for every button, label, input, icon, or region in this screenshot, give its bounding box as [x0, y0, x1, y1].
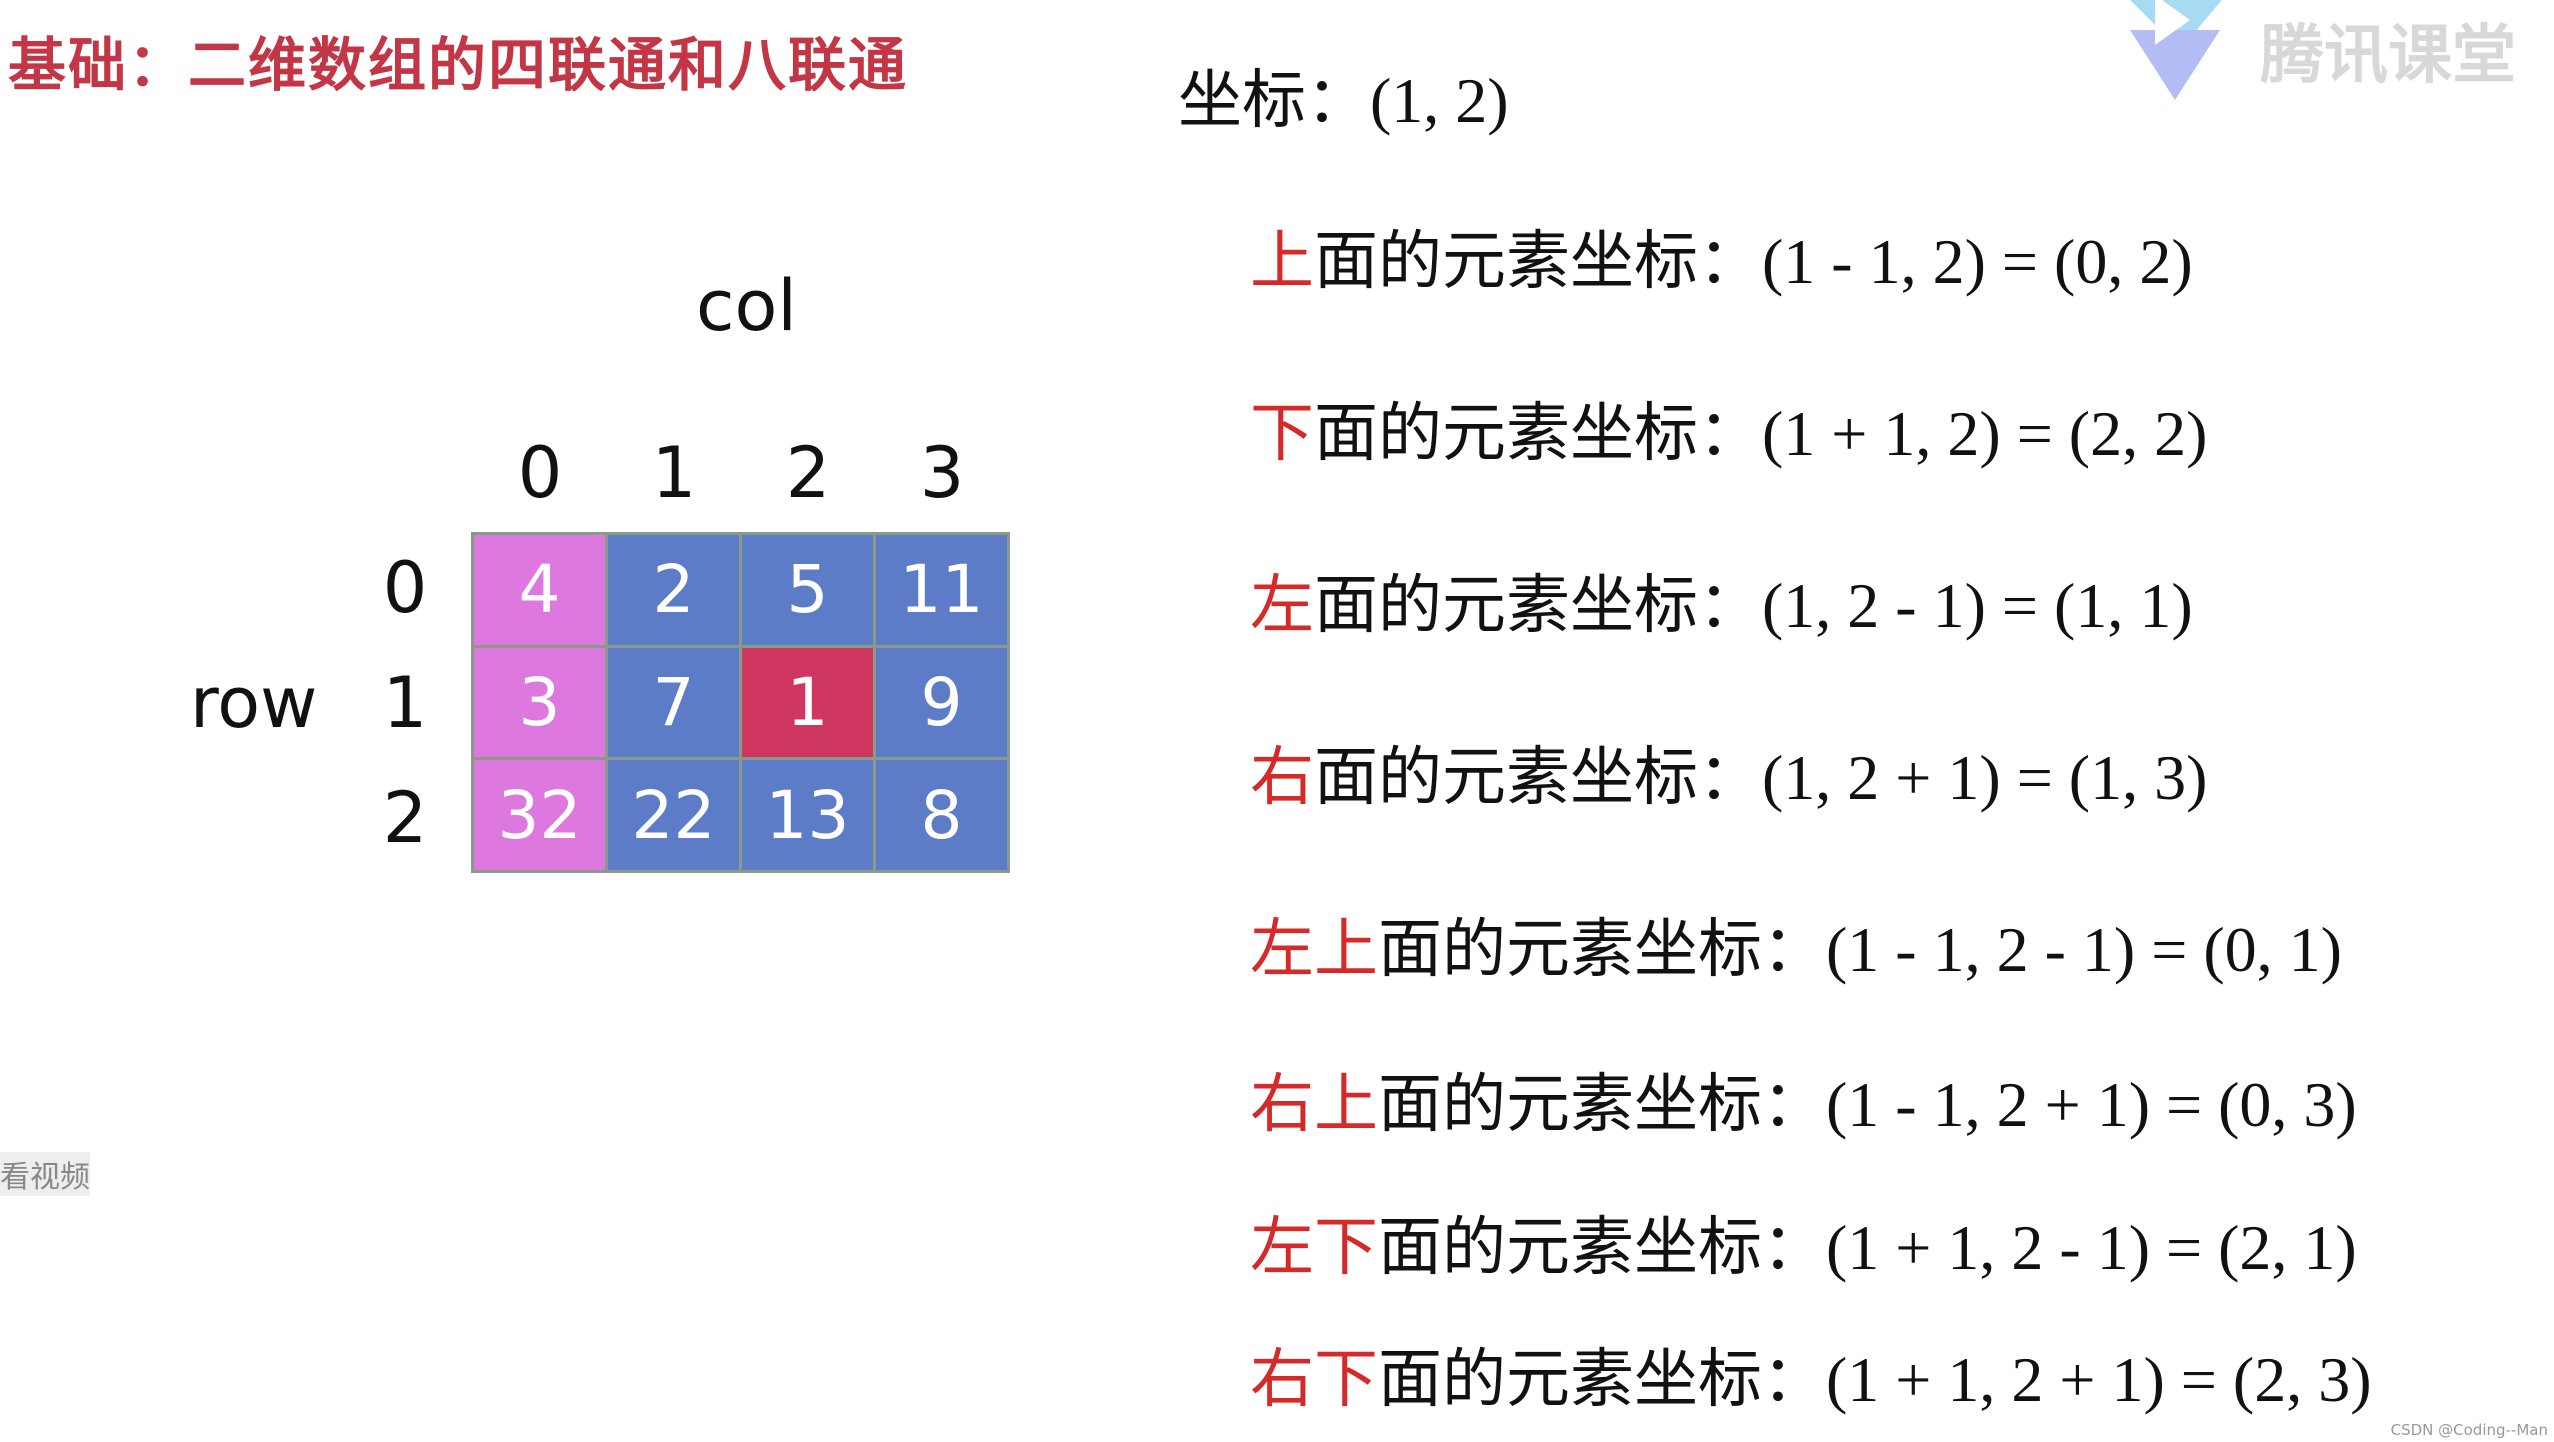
formula-text: 面的元素坐标：(1, 2 + 1) = (1, 3): [1314, 742, 2208, 813]
row-header: 1: [382, 662, 428, 744]
row-axis-label: row: [190, 662, 318, 744]
neighbor-coordinate-line: 左上面的元素坐标：(1 - 1, 2 - 1) = (0, 1): [1250, 916, 2342, 983]
formula-text: 面的元素坐标：(1 + 1, 2 + 1) = (2, 3): [1378, 1344, 2372, 1415]
current-coordinate: 坐标：(1, 2): [1178, 65, 1509, 136]
formula-text: 面的元素坐标：(1, 2 - 1) = (1, 1): [1314, 570, 2193, 641]
direction-label: 左下: [1250, 1212, 1378, 1283]
grid-cell: 32: [474, 760, 605, 870]
row-header: 2: [382, 777, 428, 859]
formula-text: 面的元素坐标：(1 - 1, 2 + 1) = (0, 3): [1378, 1069, 2357, 1140]
direction-label: 右下: [1250, 1344, 1378, 1415]
grid-cell: 22: [608, 760, 739, 870]
formula-text: 面的元素坐标：(1 - 1, 2 - 1) = (0, 1): [1378, 914, 2342, 985]
slide-title: 基础：二维数组的四联通和八联通: [8, 31, 909, 99]
direction-label: 上: [1250, 226, 1314, 297]
formula-text: 面的元素坐标：(1 + 1, 2 - 1) = (2, 1): [1378, 1212, 2357, 1283]
neighbor-coordinate-line: 左下面的元素坐标：(1 + 1, 2 - 1) = (2, 1): [1250, 1214, 2357, 1281]
formula-text: 面的元素坐标：(1 - 1, 2) = (0, 2): [1314, 226, 2193, 297]
row-header: 0: [382, 547, 428, 629]
csdn-watermark: CSDN @Coding--Man: [2390, 1421, 2548, 1439]
grid-cell: 11: [876, 535, 1007, 645]
neighbor-coordinate-line: 下面的元素坐标：(1 + 1, 2) = (2, 2): [1250, 400, 2207, 467]
grid-cell: 1: [742, 647, 873, 758]
logo-name: 腾讯课堂: [2260, 19, 2516, 93]
neighbor-coordinate-line: 上面的元素坐标：(1 - 1, 2) = (0, 2): [1250, 228, 2193, 295]
side-overlay-text[interactable]: 看视频: [0, 1152, 90, 1196]
neighbor-coordinate-line: 右面的元素坐标：(1, 2 + 1) = (1, 3): [1250, 744, 2207, 811]
formula-text: 面的元素坐标：(1 + 1, 2) = (2, 2): [1314, 398, 2208, 469]
direction-label: 下: [1250, 398, 1314, 469]
grid-cell: 13: [742, 760, 873, 870]
col-header: 2: [785, 432, 831, 514]
direction-label: 左上: [1250, 914, 1378, 985]
col-header: 0: [517, 432, 563, 514]
direction-label: 左: [1250, 570, 1314, 641]
grid-cell: 2: [608, 535, 739, 645]
col-header: 3: [919, 432, 965, 514]
grid-cell: 8: [876, 760, 1007, 870]
grid-cell: 7: [608, 647, 739, 758]
neighbor-coordinate-line: 右上面的元素坐标：(1 - 1, 2 + 1) = (0, 3): [1250, 1071, 2357, 1138]
neighbor-coordinate-line: 右下面的元素坐标：(1 + 1, 2 + 1) = (2, 3): [1250, 1346, 2372, 1413]
grid-cell: 4: [474, 535, 605, 645]
col-header: 1: [651, 432, 697, 514]
direction-label: 右上: [1250, 1069, 1378, 1140]
play-triangle-logo-icon: [2130, 0, 2222, 100]
neighbor-coordinate-line: 左面的元素坐标：(1, 2 - 1) = (1, 1): [1250, 572, 2193, 639]
col-axis-label: col: [696, 265, 797, 347]
grid-cell: 3: [474, 647, 605, 758]
direction-label: 右: [1250, 742, 1314, 813]
tencent-classroom-logo: 腾讯课堂: [2110, 0, 2516, 110]
grid-cell: 5: [742, 535, 873, 645]
grid-cell: 9: [876, 647, 1007, 758]
